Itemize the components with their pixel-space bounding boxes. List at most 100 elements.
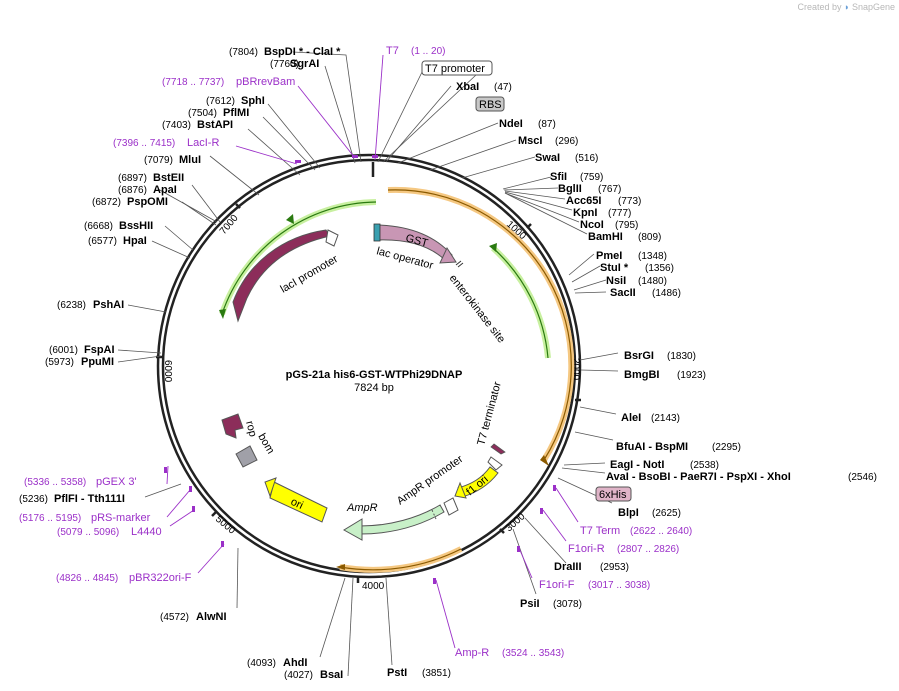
- ampr-primer-range: (3524 .. 3543): [502, 648, 564, 659]
- sgrai-label[interactable]: SgrAI: [290, 58, 319, 70]
- ori-label: ori: [289, 496, 305, 512]
- t7term-label[interactable]: T7 Term: [580, 525, 620, 537]
- bsshii-pos: (6668): [84, 221, 113, 232]
- tick-2000: 2000: [570, 358, 581, 381]
- ppumi-label[interactable]: PpuMI: [81, 356, 114, 368]
- ampr-arrowhead: [343, 518, 363, 541]
- bamhi-label[interactable]: BamHI: [588, 231, 623, 243]
- t7-terminator-label: T7 terminator: [475, 380, 504, 447]
- ndei-label[interactable]: NdeI: [499, 118, 523, 130]
- stui-label[interactable]: StuI *: [600, 262, 629, 274]
- pmei-label[interactable]: PmeI: [596, 250, 622, 262]
- bsai-label[interactable]: BsaI: [320, 669, 343, 681]
- nsii-label[interactable]: NsiI: [606, 275, 626, 287]
- xbai-label[interactable]: XbaI: [456, 81, 479, 93]
- sfii-label[interactable]: SfiI: [550, 171, 567, 183]
- bglii-label[interactable]: BglII: [558, 183, 582, 195]
- draiii-label[interactable]: DraIII: [554, 561, 582, 573]
- pbr322-range: (4826 .. 4845): [56, 573, 118, 584]
- stui-pos: (1356): [645, 263, 674, 274]
- bsrgi-label[interactable]: BsrGI: [624, 350, 654, 362]
- l4440-label[interactable]: L4440: [131, 526, 162, 538]
- pshai-label[interactable]: PshAI: [93, 299, 124, 311]
- primer-labels: T7 (1 .. 20) (7718 .. 7737) pBRrevBam (7…: [19, 45, 692, 659]
- mlui-label[interactable]: MluI: [179, 154, 201, 166]
- hpai-pos: (6577): [88, 236, 117, 247]
- ahdi-label[interactable]: AhdI: [283, 657, 307, 669]
- gst-feature-arrowhead: [439, 246, 457, 264]
- swai-pos: (516): [575, 153, 598, 164]
- rop-feature[interactable]: [221, 413, 244, 439]
- pmei-pos: (1348): [638, 251, 667, 262]
- bmgbi-label[interactable]: BmgBI: [624, 369, 659, 381]
- his6-box: [595, 486, 632, 502]
- bom-label: bom: [255, 432, 276, 457]
- laci-feature[interactable]: [232, 229, 331, 323]
- pflmi-pos: (7504): [188, 108, 217, 119]
- orf-arc-left-arrowhead: [219, 309, 226, 319]
- draiii-pos: (2953): [600, 562, 629, 573]
- sphi-label[interactable]: SphI: [241, 95, 265, 107]
- apai-label[interactable]: ApaI: [153, 184, 177, 196]
- l4440-range: (5079 .. 5096): [57, 527, 119, 538]
- eagi-label[interactable]: EagI - NotI: [610, 459, 664, 471]
- fspai-label[interactable]: FspAI: [84, 344, 115, 356]
- bom-feature[interactable]: [235, 445, 258, 468]
- f1orir-range: (2807 .. 2826): [617, 544, 679, 555]
- laci-promoter-marker: [325, 229, 339, 247]
- f1-ori-arrowhead: [454, 481, 467, 499]
- avai-label[interactable]: AvaI - BsoBI - PaeR7I - PspXI - XhoI: [606, 471, 791, 483]
- f1orir-label[interactable]: F1ori-R: [568, 543, 605, 555]
- bstapi-label[interactable]: BstAPI: [197, 119, 233, 131]
- f1orif-label[interactable]: F1ori-F: [539, 579, 575, 591]
- t7-primer-label[interactable]: T7: [386, 45, 399, 57]
- pbrrevbam-label[interactable]: pBRrevBam: [236, 76, 295, 88]
- orf-arc-ampr: [339, 546, 463, 573]
- bsshii-label[interactable]: BssHII: [119, 220, 153, 232]
- hpai-label[interactable]: HpaI: [123, 235, 147, 247]
- pflfi-pos: (5236): [19, 494, 48, 505]
- pgex3-label[interactable]: pGEX 3': [96, 476, 137, 488]
- bsteii-label[interactable]: BstEII: [153, 172, 184, 184]
- alwni-label[interactable]: AlwNI: [196, 611, 227, 623]
- psti-label[interactable]: PstI: [387, 667, 407, 679]
- orf-arc-ampr-line: [339, 548, 462, 571]
- pflfi-label[interactable]: PflFI - Tth111I: [54, 493, 125, 505]
- alwni-pos: (4572): [160, 612, 189, 623]
- pspomi-pos: (6872): [92, 197, 121, 208]
- bfuai-label[interactable]: BfuAI - BspMI: [616, 441, 688, 453]
- psii-label[interactable]: PsiI: [520, 598, 540, 610]
- ncoi-pos: (795): [615, 220, 638, 231]
- rbs-box: [475, 96, 505, 112]
- orf-arc-left-arrowhead-top: [286, 214, 294, 224]
- bamhi-pos: (809): [638, 232, 661, 243]
- swai-label[interactable]: SwaI: [535, 152, 560, 164]
- enterokinase-label: enterokinase site: [447, 272, 508, 345]
- msci-pos: (296): [555, 136, 578, 147]
- snapgene-credit: Created by ◗ SnapGene: [797, 2, 895, 12]
- sfii-pos: (759): [580, 172, 603, 183]
- bspdi-pos: (7804): [229, 47, 258, 58]
- ampr-primer-label[interactable]: Amp-R: [455, 647, 489, 659]
- backbone-outer: [156, 153, 582, 579]
- laci-r-label[interactable]: LacI-R: [187, 137, 219, 149]
- tick-6000: 6000: [162, 360, 173, 383]
- prs-label[interactable]: pRS-marker: [91, 512, 151, 524]
- xbai-pos: (47): [494, 82, 512, 93]
- blpi-label[interactable]: BlpI: [618, 507, 639, 519]
- orf-arc-right-line: [492, 247, 549, 359]
- msci-label[interactable]: MscI: [518, 135, 542, 147]
- acc65i-label[interactable]: Acc65I: [566, 195, 601, 207]
- alei-label[interactable]: AleI: [621, 412, 641, 424]
- right-enzyme-labels: PstI (3851) PsiI (3078) DraIII (2953) Bl…: [387, 81, 877, 679]
- t7term-range: (2622 .. 2640): [630, 526, 692, 537]
- sacii-label[interactable]: SacII: [610, 287, 636, 299]
- primer-site-marks: [164, 155, 556, 584]
- kpni-label[interactable]: KpnI: [573, 207, 597, 219]
- enzyme-leader-lines: [117, 51, 619, 677]
- pbr322-label[interactable]: pBR322ori-F: [129, 572, 192, 584]
- pflmi-label[interactable]: PflMI: [223, 107, 249, 119]
- bspdi-label[interactable]: BspDI * - ClaI *: [264, 46, 341, 58]
- ncoi-label[interactable]: NcoI: [580, 219, 604, 231]
- pspomi-label[interactable]: PspOMI: [127, 196, 168, 208]
